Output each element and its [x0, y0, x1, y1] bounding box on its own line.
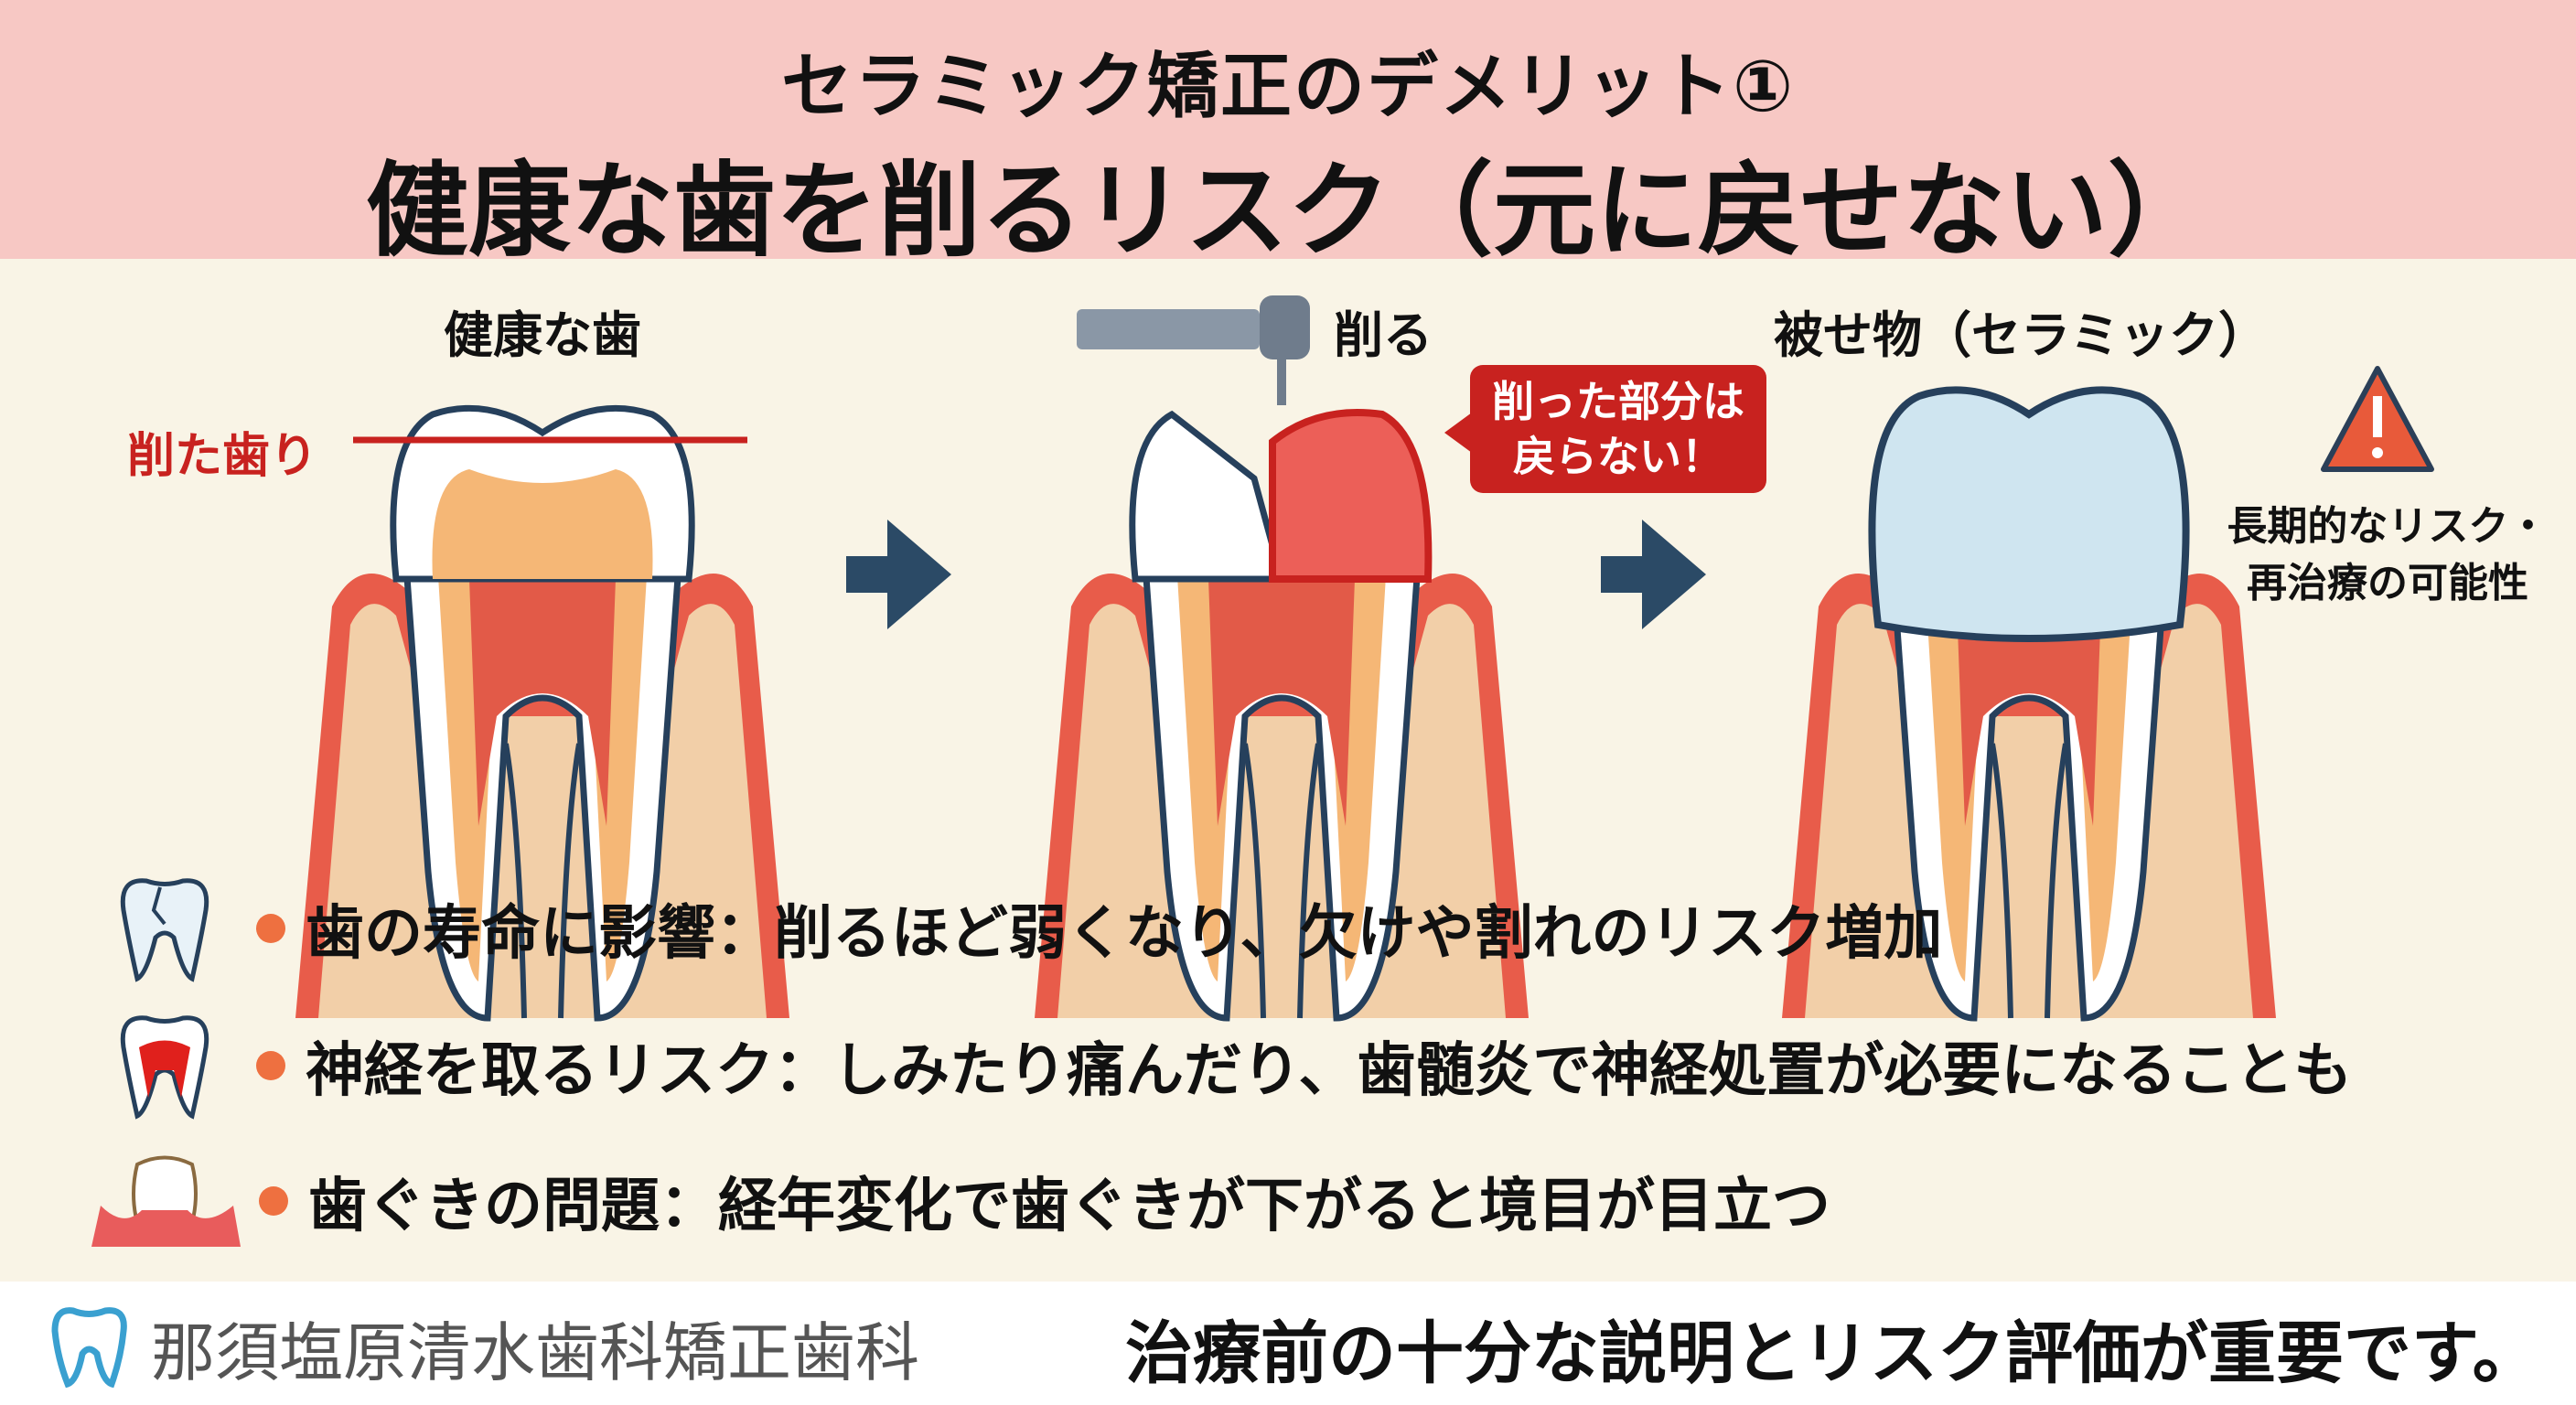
page-title: 健康な歯を削るリスク（元に戻せない）	[366, 152, 2210, 271]
clinic-name: 那須塩原清水歯科矯正歯科	[151, 1315, 919, 1390]
header-banner	[0, 0, 2576, 259]
bullet-dot	[259, 1186, 288, 1216]
bullet-dot	[256, 1051, 285, 1080]
bullet-text: 歯ぐきの問題：経年変化で歯ぐきが下がると境目が目立つ	[308, 1173, 1830, 1240]
arrow-right-icon	[846, 520, 951, 629]
receding-gum-icon	[91, 1155, 241, 1247]
bullet-item: 神経を取るリスク：しみたり痛んだり、歯髄炎で神経処置が必要になることも	[0, 1015, 2353, 1120]
clinic-logo-icon	[51, 1307, 127, 1389]
warning-line: 再治療の可能性	[2247, 560, 2528, 606]
warning-icon	[2321, 366, 2434, 472]
bullet-text: 神経を取るリスク：しみたり痛んだり、歯髄炎で神経処置が必要になることも	[306, 1037, 2353, 1105]
panel-label-crown: 被せ物（セラミック）	[1774, 306, 2268, 364]
cracked-tooth-icon	[120, 878, 209, 982]
cut-annotation: 削た歯り	[126, 429, 318, 484]
warning-line: 長期的なリスク・	[2227, 503, 2549, 550]
panel-label-healthy: 健康な歯	[444, 306, 641, 364]
ceramic-crown-tooth	[1782, 386, 2276, 1018]
callout-irreversible: 削った部分は 戻らない！	[1444, 365, 1766, 493]
warning-text: 長期的なリスク・ 再治療の可能性	[2195, 499, 2576, 612]
footer-note: 治療前の十分な説明とリスク評価が重要です。	[1125, 1314, 2540, 1393]
callout-line: 戻らない！	[1513, 432, 1723, 481]
panel-label-cut: 削る	[1334, 306, 1433, 364]
healthy-tooth	[295, 404, 789, 1018]
bullet-text: 歯の寿命に影響：削るほど弱くなり、欠けや割れのリスク増加	[306, 900, 1943, 968]
footer	[0, 1282, 2576, 1405]
inflamed-tooth-icon	[120, 1015, 209, 1120]
page-subtitle: セラミック矯正のデメリット①	[780, 46, 1796, 128]
arrow-right-icon	[1601, 520, 1706, 629]
bullet-item: 歯の寿命に影響：削るほど弱くなり、欠けや割れのリスク増加	[0, 878, 1943, 982]
dental-drill-icon	[1077, 295, 1310, 405]
bullet-dot	[256, 914, 285, 943]
callout-line: 削った部分は	[1492, 377, 1744, 426]
prepared-tooth	[1035, 409, 1529, 1018]
tooth-diagram	[295, 295, 2434, 1282]
bullet-item: 歯ぐきの問題：経年変化で歯ぐきが下がると境目が目立つ	[0, 1151, 1830, 1251]
